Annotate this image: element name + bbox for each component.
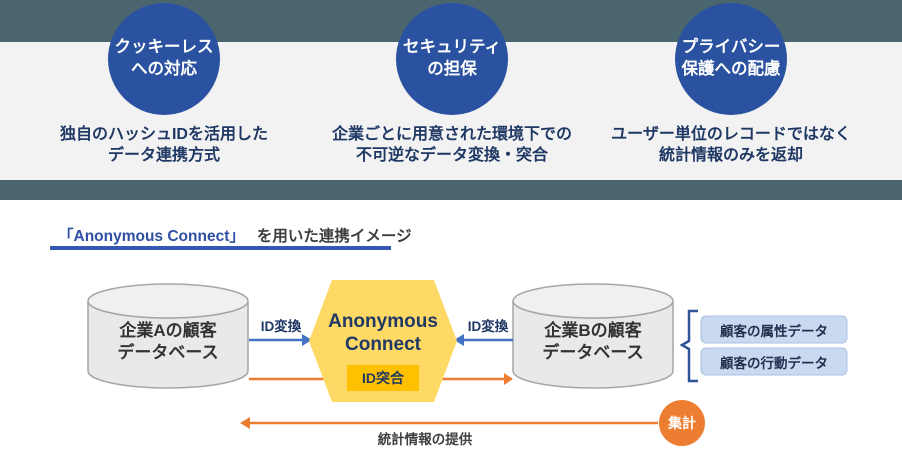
feature-desc-cookieless-line1: 独自のハッシュIDを活用した bbox=[59, 126, 268, 143]
database-a-cylinder-top bbox=[87, 283, 249, 319]
statistics-return-label: 統計情報の提供 bbox=[377, 432, 473, 447]
feature-circle-security: セキュリティ の担保 bbox=[396, 3, 508, 115]
aggregation-circle bbox=[659, 400, 705, 446]
feature-desc-security: 企業ごとに用意された環境下での 不可逆なデータ変換・突合 bbox=[292, 124, 612, 166]
feature-circle-privacy-line1: プライバシー bbox=[681, 38, 781, 57]
output-box-behavior bbox=[700, 347, 848, 376]
hexagon-label: Anonymous Connect bbox=[323, 310, 443, 356]
output-box-behavior-label: 顧客の行動データ bbox=[720, 355, 828, 371]
database-a-label-line2: データベース bbox=[117, 342, 219, 362]
feature-desc-security-line1: 企業ごとに用意された環境下での bbox=[331, 126, 572, 143]
feature-circle-privacy-line2: 保護への配慮 bbox=[681, 60, 781, 78]
hexagon-label-line1: Anonymous bbox=[328, 311, 438, 332]
feature-desc-cookieless-line2: データ連携方式 bbox=[107, 147, 220, 165]
section-title-suffix: を用いた連携イメージ bbox=[256, 228, 412, 245]
id-matching-badge-label: ID突合 bbox=[362, 370, 404, 386]
database-a-label-line1: 企業Aの顧客 bbox=[119, 321, 217, 340]
feature-circle-cookieless: クッキーレス への対応 bbox=[108, 3, 220, 115]
database-b-label: 企業Bの顧客 データベース bbox=[513, 320, 673, 364]
section-title: 「Anonymous Connect」を用いた連携イメージ bbox=[58, 224, 412, 246]
feature-circle-privacy: プライバシー 保護への配慮 bbox=[675, 3, 787, 115]
id-conversion-label-right: ID変換 bbox=[467, 319, 509, 334]
database-b-cylinder-top bbox=[512, 283, 674, 319]
aggregation-circle-label: 集計 bbox=[668, 415, 696, 431]
anonymous-connect-hexagon bbox=[309, 280, 457, 402]
orange-data-flow-arrowhead bbox=[504, 373, 513, 385]
section-title-brand: 「Anonymous Connect」 bbox=[58, 228, 245, 245]
id-conversion-arrow-right-head bbox=[454, 334, 464, 346]
output-box-attribute bbox=[700, 315, 848, 344]
feature-desc-privacy-line1: ユーザー単位のレコードではなく bbox=[611, 126, 851, 143]
feature-circle-cookieless-line1: クッキーレス bbox=[114, 38, 214, 57]
output-box-attribute-label: 顧客の属性データ bbox=[720, 323, 828, 339]
feature-circle-security-line1: セキュリティ bbox=[402, 38, 501, 57]
statistics-return-arrow-head bbox=[240, 417, 250, 429]
feature-desc-cookieless: 独自のハッシュIDを活用した データ連携方式 bbox=[4, 124, 324, 166]
feature-circle-cookieless-line2: への対応 bbox=[131, 60, 197, 78]
id-matching-badge bbox=[347, 365, 419, 391]
database-a-label: 企業Aの顧客 データベース bbox=[88, 320, 248, 364]
divider-band bbox=[0, 180, 902, 200]
id-conversion-label-left: ID変換 bbox=[260, 319, 302, 334]
hexagon-label-line2: Connect bbox=[345, 334, 421, 356]
feature-desc-security-line2: 不可逆なデータ変換・突合 bbox=[355, 147, 548, 165]
id-conversion-arrow-left-head bbox=[302, 334, 312, 346]
feature-desc-privacy-line2: 統計情報のみを返却 bbox=[658, 147, 803, 165]
output-bracket bbox=[679, 309, 698, 383]
feature-circle-security-line2: の担保 bbox=[427, 60, 477, 78]
database-b-label-line2: データベース bbox=[542, 342, 644, 362]
database-b-label-line1: 企業Bの顧客 bbox=[544, 321, 642, 340]
section-title-underline bbox=[50, 246, 391, 250]
feature-desc-privacy: ユーザー単位のレコードではなく 統計情報のみを返却 bbox=[571, 124, 891, 166]
